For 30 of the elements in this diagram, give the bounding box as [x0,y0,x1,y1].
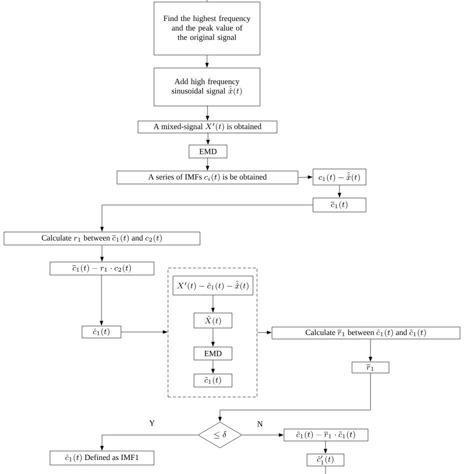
arrow [205,55,209,68]
arrow [206,106,210,120]
process-box: $\tilde{c}_1(t)$ [194,374,232,388]
arrow [206,133,210,144]
process-box: $c_1(t)-\hat{\hat{x}}(t)$ [312,168,366,186]
arrow [242,433,284,437]
arrow [100,434,198,450]
arrow [100,275,104,326]
dashed-group-box [168,268,258,398]
process-box: $\overline{r}_1$ [352,362,390,374]
process-box: $\overline{c}_1(t)$ [312,198,366,212]
process-box: $\hat{c}_1(t)$ [82,326,122,338]
arrow [218,373,371,422]
arrow [100,204,313,232]
arrow [211,360,215,374]
process-box: $\hat{c}'_1(t)$ [306,454,344,466]
process-box: $\overline{c}_1(t)-r_1\cdot c_2(t)$ [50,262,154,276]
arrow [368,339,372,362]
arrow [298,175,312,179]
process-box: $\hat{X}(t)$ [194,312,232,328]
arrow [324,441,328,454]
arrow [257,330,272,334]
arrow [121,330,168,334]
arrow [338,185,342,198]
arrow [100,245,104,262]
process-box: $X'(t)-\hat{c}_1(t)-\hat{\hat{x}}(t)$ [172,276,254,296]
arrow [206,158,210,170]
arrow [211,295,215,312]
process-box: $\hat{c}_1(t)-\overline{r}_1\cdot\tilde{c}_1(t)$ [284,428,368,442]
arrow [211,328,215,346]
